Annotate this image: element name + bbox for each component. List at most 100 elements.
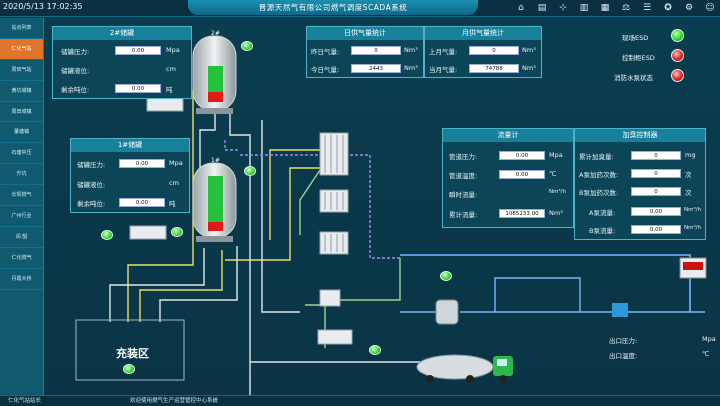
flow-meter-panel: 流量计 管道压力: 0.00 Mpa 管道温度: 0.00 ℃ 瞬时流量: Nm… bbox=[442, 128, 574, 228]
station-user: 仁化气站站长 bbox=[8, 398, 42, 404]
storage-1-level-unit: cm bbox=[169, 179, 179, 187]
monthly-current-label: 当月气量: bbox=[429, 66, 458, 74]
flow-temp-value: 0.00 bbox=[499, 170, 545, 179]
daily-today-unit: Nm³ bbox=[404, 64, 418, 72]
sidebar-item-shengkeng[interactable]: 升坑 bbox=[0, 164, 43, 186]
outlet-pressure-label: 出口压力: bbox=[609, 337, 638, 345]
flow-instant-unit: Nm³/h bbox=[549, 189, 567, 195]
odorant-pumpb-value: 0 bbox=[631, 187, 681, 196]
tank-2-label: 2# bbox=[211, 30, 220, 37]
storage-1-panel: 1#储罐 储罐压力: 0.00 Mpa 储罐液位: cm 剩余吨位: 0.00 … bbox=[70, 138, 190, 213]
storage-2-remain-unit: 吨 bbox=[166, 86, 173, 94]
storage-2-remain-value: 0.00 bbox=[115, 84, 161, 93]
flow-total-label: 累计流量: bbox=[449, 211, 478, 219]
control-esd-led bbox=[671, 49, 684, 62]
status-indicator-vaporizer-left bbox=[101, 230, 113, 240]
status-indicator-tank2 bbox=[241, 41, 253, 51]
status-indicator-filter bbox=[440, 271, 452, 281]
odorant-bflow-label: B泵流量: bbox=[589, 227, 616, 235]
odorant-pumpa-label: A泵加药次数: bbox=[579, 171, 619, 179]
odorant-pumpb-unit: 次 bbox=[685, 189, 692, 197]
monthly-current-value: 74788 bbox=[469, 64, 519, 73]
daily-yesterday-label: 昨日气量: bbox=[311, 48, 340, 56]
storage-2-pressure-value: 0.00 bbox=[115, 46, 161, 55]
control-esd-label: 控制柜ESD bbox=[622, 54, 655, 62]
storage-1-level-label: 储罐液位: bbox=[77, 181, 106, 189]
storage-2-remain-label: 剩余吨位: bbox=[61, 86, 90, 94]
odorant-bflow-value: 0.00 bbox=[631, 225, 681, 234]
tank-1-graphic bbox=[192, 162, 237, 239]
odorant-bflow-unit: Nm³/h bbox=[684, 225, 702, 231]
odorant-aflow-unit: Nm³/h bbox=[684, 207, 702, 213]
flow-total-unit: Nm³ bbox=[549, 209, 563, 217]
sidebar-item-guangzhou[interactable]: 广州行业 bbox=[0, 206, 43, 227]
welcome-text: 欢迎使用燃气生产运营管控中心系统 bbox=[130, 398, 219, 404]
network-icon[interactable]: ⊹ bbox=[559, 3, 567, 13]
outlet-pressure-unit: Mpa bbox=[702, 335, 716, 343]
user-icon[interactable]: ☺ bbox=[705, 3, 715, 13]
sidebar-item-huangkeng[interactable]: 黄坑城镇 bbox=[0, 81, 43, 102]
sidebar-item-renhua[interactable]: 仁化气站 bbox=[0, 38, 43, 60]
sidebar-item-renhua-gas[interactable]: 仁化燃气 bbox=[0, 248, 43, 269]
status-bar: 仁化气站站长 欢迎使用燃气生产运营管控中心系统 bbox=[0, 395, 720, 406]
daily-gas-title: 日供气量统计 bbox=[307, 27, 423, 40]
odorant-aflow-value: 0.00 bbox=[631, 207, 681, 216]
sidebar-item-changba[interactable]: 长坝燃气 bbox=[0, 185, 43, 207]
odorant-acc-label: 累计加臭量: bbox=[579, 153, 614, 161]
flow-total-value: 1085233.00 bbox=[499, 209, 545, 218]
sidebar-item-wenshao[interactable]: 闻 韶 bbox=[0, 227, 43, 248]
top-bar: 2020/5/13 17:02:35 晋源天然气有限公司燃气调度SCADA系统 … bbox=[0, 0, 720, 17]
settings-icon[interactable]: ⚙ bbox=[684, 3, 694, 13]
list-icon[interactable]: ☰ bbox=[642, 3, 652, 13]
flow-temp-label: 管道温度: bbox=[449, 172, 478, 180]
monthly-last-label: 上月气量: bbox=[429, 48, 458, 56]
star-icon[interactable]: ✪ bbox=[664, 3, 672, 13]
storage-2-pressure-label: 储罐压力: bbox=[61, 48, 90, 56]
monthly-gas-panel: 月供气量统计 上月气量: 0 Nm³ 当月气量: 74788 Nm³ bbox=[424, 26, 542, 78]
filling-area-box bbox=[75, 319, 185, 381]
storage-2-level-unit: cm bbox=[166, 65, 176, 73]
site-esd-label: 现场ESD bbox=[622, 34, 649, 42]
sidebar-item-zhoutian[interactable]: 周田气站 bbox=[0, 60, 43, 81]
tank-2-graphic bbox=[192, 35, 237, 112]
sidebar-item-dongtang[interactable]: 董塘镇 bbox=[0, 122, 43, 144]
storage-2-level-label: 储罐液位: bbox=[61, 67, 90, 75]
storage-1-pressure-value: 0.00 bbox=[119, 159, 165, 168]
odorant-acc-unit: mg bbox=[685, 151, 696, 159]
odorant-title: 加臭控制器 bbox=[575, 129, 705, 142]
status-indicator-vaporizer-right bbox=[171, 227, 183, 237]
tanker-truck-graphic bbox=[416, 354, 513, 383]
odorant-panel: 加臭控制器 累计加臭量: 0 mg A泵加药次数: 0 次 B泵加药次数: 0 … bbox=[574, 128, 706, 240]
daily-today-value: 2443 bbox=[351, 64, 401, 73]
bar-chart-icon[interactable]: ▦ bbox=[600, 3, 610, 13]
filling-area-label: 充装区 bbox=[116, 347, 149, 360]
daily-gas-panel: 日供气量统计 昨日气量: 0 Nm³ 今日气量: 2443 Nm³ bbox=[306, 26, 424, 78]
flow-pressure-unit: Mpa bbox=[549, 151, 563, 159]
odorant-pumpa-value: 0 bbox=[631, 169, 681, 178]
sidebar-item-danxia[interactable]: 丹霞大桥 bbox=[0, 269, 43, 290]
daily-yesterday-unit: Nm³ bbox=[404, 46, 418, 54]
status-indicator-tank1 bbox=[244, 166, 256, 176]
sidebar: 站点列表 仁化气站 周田气站 黄坑城镇 周田城镇 董塘镇 石塘中压 升坑 长坝燃… bbox=[0, 18, 44, 395]
sidebar-item-zhoutian-town[interactable]: 周田城镇 bbox=[0, 102, 43, 123]
building-icon[interactable]: ▥ bbox=[579, 3, 589, 13]
odorant-acc-value: 0 bbox=[631, 151, 681, 160]
status-indicator-unloading bbox=[369, 345, 381, 355]
flow-instant-label: 瞬时流量: bbox=[449, 191, 478, 199]
sidebar-item-station-list[interactable]: 站点列表 bbox=[0, 18, 43, 39]
datetime: 2020/5/13 17:02:35 bbox=[3, 2, 83, 11]
outlet-temp-unit: ℃ bbox=[702, 350, 710, 358]
storage-1-remain-unit: 吨 bbox=[169, 200, 176, 208]
chart-icon[interactable]: ▤ bbox=[537, 3, 547, 13]
storage-1-title: 1#储罐 bbox=[71, 139, 189, 152]
scale-icon[interactable]: ⚖ bbox=[621, 3, 631, 13]
home-icon[interactable]: ⌂ bbox=[518, 3, 524, 13]
storage-2-title: 2#储罐 bbox=[53, 27, 191, 40]
sidebar-item-shitang[interactable]: 石塘中压 bbox=[0, 143, 43, 165]
daily-today-label: 今日气量: bbox=[311, 66, 340, 74]
odorant-pumpb-label: B泵加药次数: bbox=[579, 189, 619, 197]
storage-1-remain-label: 剩余吨位: bbox=[77, 200, 106, 208]
storage-2-panel: 2#储罐 储罐压力: 0.00 Mpa 储罐液位: cm 剩余吨位: 0.00 … bbox=[52, 26, 192, 99]
odorant-aflow-label: A泵流量: bbox=[589, 209, 616, 217]
